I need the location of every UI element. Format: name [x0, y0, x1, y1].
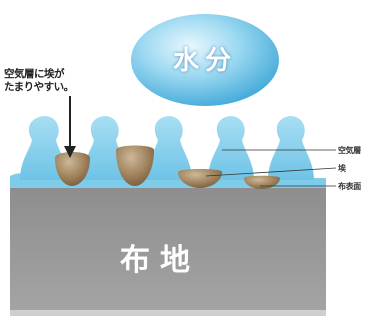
leader-lines: [205, 149, 337, 187]
callout-text: 空気層に埃が たまりやすい。: [4, 68, 134, 94]
dust-particles: [55, 145, 280, 189]
air-layer-label: 空気層: [338, 146, 361, 155]
fabric-base: [10, 188, 326, 314]
surface-water-layer: [10, 173, 326, 188]
fabric-surface-label: 布表面: [338, 182, 361, 191]
fabric-label: 布地: [120, 243, 200, 278]
water-label: 水分: [172, 45, 237, 76]
dust-label: 埃: [338, 164, 346, 173]
fabric-shadow: [10, 310, 326, 316]
callout-line-2: たまりやすい。: [4, 81, 74, 93]
water-droplet: [131, 14, 279, 106]
fiber-bumps: [20, 116, 314, 180]
callout-arrow: [64, 96, 76, 158]
callout-line-1: 空気層に埃が: [4, 68, 65, 80]
